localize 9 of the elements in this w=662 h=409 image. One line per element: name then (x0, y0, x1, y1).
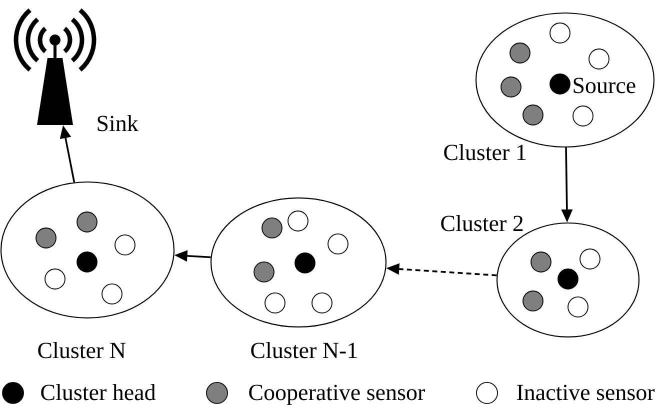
legend-label: Cooperative sensor (249, 384, 425, 405)
cluster-label: Cluster 2 (441, 215, 523, 232)
legend-label: Cluster head (41, 384, 156, 400)
node-caption: Sink (98, 115, 138, 132)
node-label: Source (574, 78, 636, 94)
cluster-label: Cluster 1 (444, 144, 526, 160)
cluster-label: Cluster N (38, 342, 126, 358)
cluster-label: Cluster N-1 (251, 342, 357, 358)
legend-label: Inactive sensor (517, 384, 655, 400)
